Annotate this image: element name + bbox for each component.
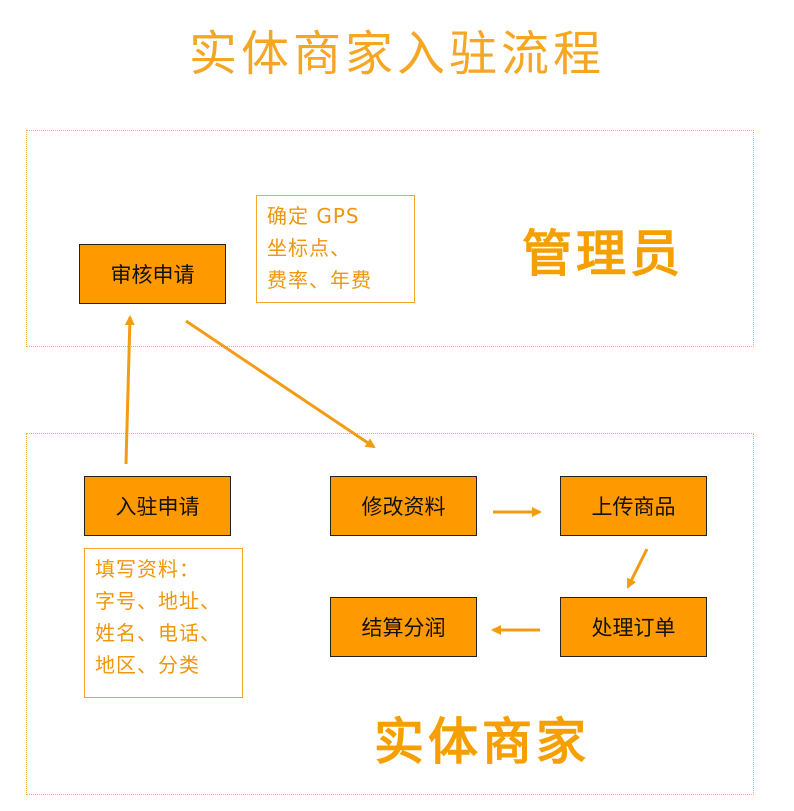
merchant-note-line: 填写资料： [95,557,200,581]
admin-note-line: 坐标点、 [267,236,351,260]
admin-note-line: 确定 GPS [267,204,360,228]
review-application-box: 审核申请 [79,244,226,304]
merchant-note-line: 地区、分类 [95,653,200,677]
merchant-lane-label: 实体商家 [374,713,590,771]
arrow-review-to-edit [185,319,376,449]
arrow-upload-to-orders [626,548,649,589]
process-orders-box: 处理订单 [560,597,707,657]
merchant-note-line: 字号、地址、 [95,589,221,613]
merchant-note: 填写资料： 字号、地址、 姓名、电话、 地区、分类 [84,548,243,698]
admin-lane [26,130,754,347]
admin-lane-label: 管理员 [522,225,684,283]
admin-note: 确定 GPS 坐标点、 费率、年费 [256,195,415,303]
admin-note-line: 费率、年费 [267,268,372,292]
arrow-apply-to-review [124,315,135,465]
merchant-note-line: 姓名、电话、 [95,621,221,645]
upload-products-box: 上传商品 [560,476,707,536]
edit-info-box: 修改资料 [330,476,477,536]
merchant-lane [26,433,754,795]
submit-application-box: 入驻申请 [84,476,231,536]
page-title: 实体商家入驻流程 [188,26,605,82]
settle-profit-box: 结算分润 [330,597,477,657]
